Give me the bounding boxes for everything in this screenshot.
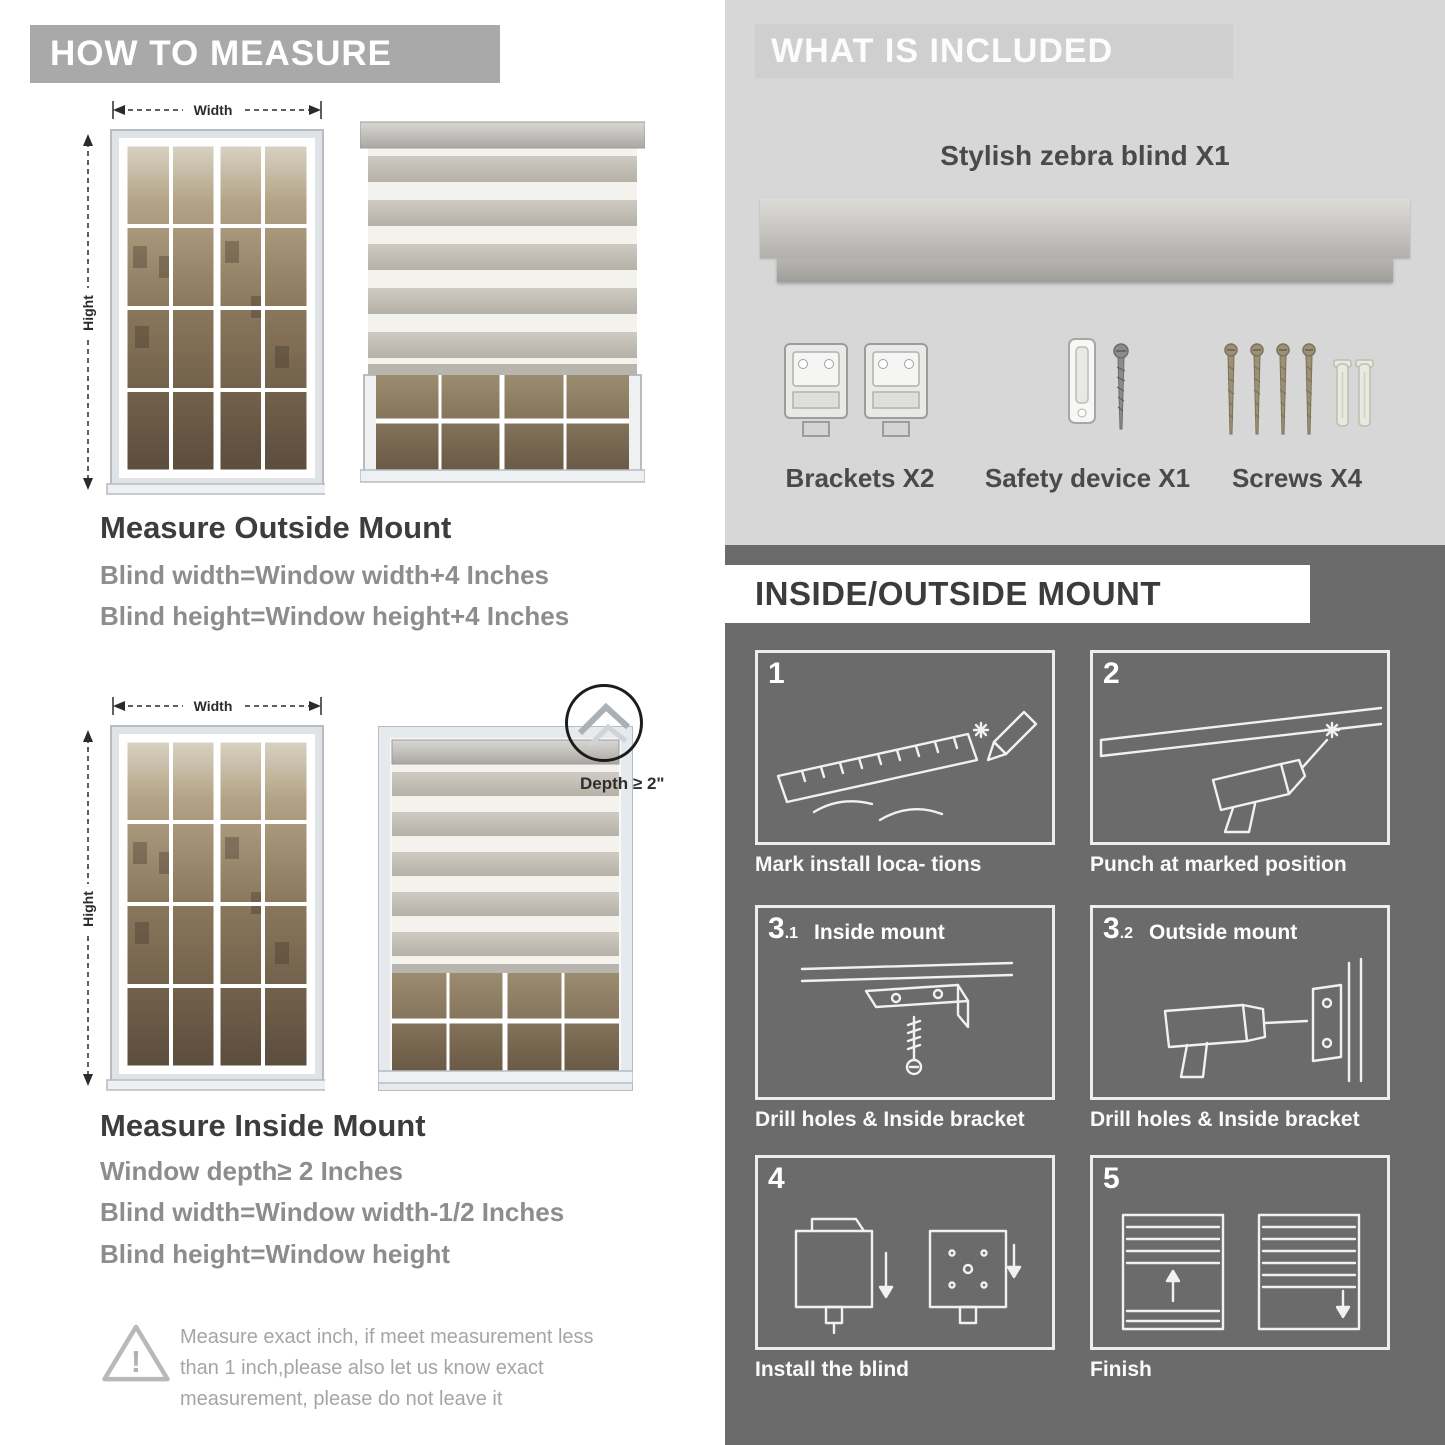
zebra-blind-illustration-outside	[360, 121, 645, 483]
step-title: Inside mount	[814, 921, 945, 944]
step-5: 5	[1090, 1155, 1390, 1382]
step-number: 3	[1103, 912, 1120, 945]
step-number: 2	[1103, 657, 1120, 690]
step-head: 3.1 Inside mount	[768, 912, 945, 946]
step-caption: Drill holes & Inside bracket	[755, 1108, 1025, 1131]
outside-mount-line: Blind width=Window width+4 Inches	[100, 560, 549, 590]
outside-mount-title: Measure Outside Mount	[100, 510, 452, 545]
step-panel: 3.2 Outside mount	[1090, 905, 1390, 1100]
width-label: Width	[194, 698, 233, 714]
brackets-label: Brackets X2	[785, 463, 935, 493]
brackets-icon	[784, 343, 928, 437]
blind-label: Stylish zebra blind X1	[940, 140, 1230, 171]
step-head: 5	[1103, 1162, 1120, 1196]
mount-steps-section: INSIDE/OUTSIDE MOUNT 1	[725, 545, 1445, 1445]
step-number: 4	[768, 1162, 785, 1195]
step-1: 1	[755, 650, 1055, 877]
step-caption: Punch at marked position	[1090, 853, 1347, 876]
inside-mount-line: Window depth≥ 2 Inches	[100, 1156, 403, 1186]
outside-bracket-illustration	[1163, 957, 1363, 1083]
step-head: 3.2 Outside mount	[1103, 912, 1297, 946]
inside-mount-line: Blind width=Window width-1/2 Inches	[100, 1197, 565, 1227]
step-subnumber: .2	[1119, 925, 1134, 942]
what-is-included-section: WHAT IS INCLUDED Stylish zebra blind X1	[725, 0, 1445, 545]
zebra-blind-headrail-image	[760, 198, 1410, 258]
width-label: Width	[194, 102, 233, 118]
step-4: 4	[755, 1155, 1055, 1382]
step-panel: 1	[755, 650, 1055, 845]
step-3-2: 3.2 Outside mount	[1090, 905, 1390, 1132]
height-label: Hight	[80, 295, 96, 331]
depth-label: Depth ≥ 2"	[580, 774, 665, 793]
warning-icon: !	[102, 1324, 170, 1382]
finish-illustration	[1121, 1213, 1361, 1331]
mount-steps-header: INSIDE/OUTSIDE MOUNT	[725, 565, 1310, 623]
step-caption: Install the blind	[755, 1358, 910, 1381]
step-panel: 4	[755, 1155, 1055, 1350]
step-caption: Mark install loca- tions	[755, 853, 982, 876]
step-number: 1	[768, 657, 785, 690]
how-to-measure-section: HOW TO MEASURE Width Hight	[0, 0, 710, 1445]
height-label: Hight	[80, 891, 96, 927]
drill-ceiling-illustration	[1099, 706, 1383, 834]
step-panel: 2	[1090, 650, 1390, 845]
mark-location-illustration	[776, 710, 1038, 822]
outside-mount-line: Blind height=Window height+4 Inches	[100, 601, 570, 631]
svg-text:!: !	[131, 1345, 141, 1379]
inside-mount-title: Measure Inside Mount	[100, 1108, 426, 1143]
screws-icon	[1224, 343, 1374, 435]
inside-bracket-illustration	[800, 961, 1014, 1076]
safety-device-label: Safety device X1	[984, 463, 1191, 493]
window-illustration-inside: Width Hight	[78, 695, 325, 1091]
window-illustration-outside: Width Hight	[78, 99, 325, 495]
step-caption: Finish	[1090, 1358, 1152, 1381]
step-title: Outside mount	[1149, 921, 1298, 944]
window-corner-icon	[577, 702, 631, 747]
warning-text: Measure exact inch, if meet measurement …	[180, 1326, 594, 1410]
inside-mount-line: Blind height=Window height	[100, 1239, 450, 1269]
step-panel: 5	[1090, 1155, 1390, 1350]
step-head: 4	[768, 1162, 785, 1196]
step-3-1: 3.1 Inside mount	[755, 905, 1055, 1132]
zebra-blind-illustration-inside	[378, 726, 633, 1091]
step-subnumber: .1	[784, 925, 799, 942]
safety-device-icon	[1068, 338, 1129, 430]
step-number: 5	[1103, 1162, 1120, 1195]
screws-label: Screws X4	[1231, 463, 1363, 493]
how-to-measure-header: HOW TO MEASURE	[30, 25, 500, 83]
zebra-blind-headrail-underside	[777, 258, 1393, 282]
step-caption: Drill holes & Inside bracket	[1090, 1108, 1360, 1131]
right-column: WHAT IS INCLUDED Stylish zebra blind X1	[725, 0, 1445, 1445]
what-is-included-header: WHAT IS INCLUDED	[755, 24, 1233, 78]
step-number: 3	[768, 912, 785, 945]
step-panel: 3.1 Inside mount	[755, 905, 1055, 1100]
depth-callout-circle	[565, 684, 643, 762]
install-blind-illustration	[794, 1217, 1022, 1335]
step-2: 2 Pu	[1090, 650, 1390, 877]
step-head: 1	[768, 657, 785, 691]
step-head: 2	[1103, 657, 1120, 691]
